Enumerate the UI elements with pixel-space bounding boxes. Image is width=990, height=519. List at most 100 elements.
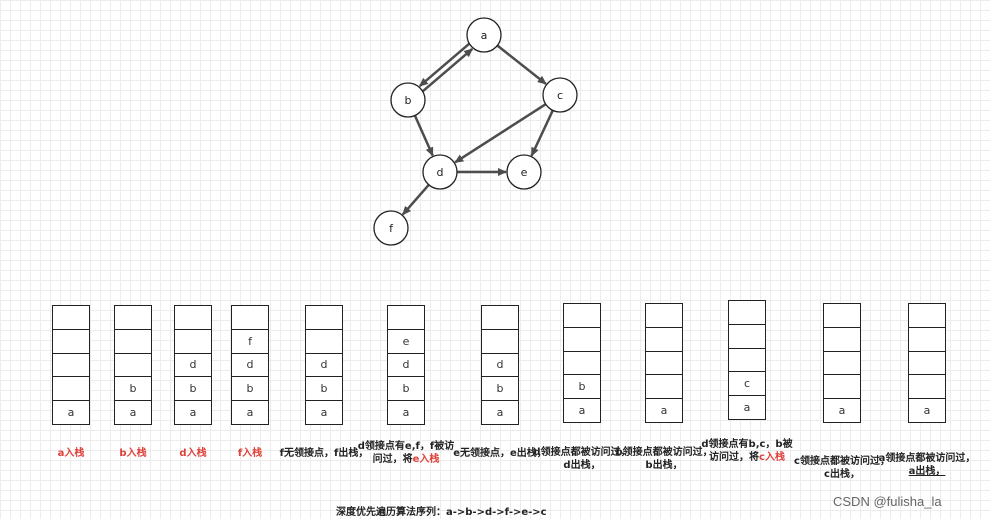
stack-cell: d bbox=[175, 354, 211, 378]
caption-text: f无领接点，f出栈， bbox=[279, 448, 369, 459]
stack-12: a bbox=[908, 303, 946, 423]
stack-caption-9: b领接点都被访问过，b出栈， bbox=[614, 446, 714, 472]
stack-cell bbox=[53, 330, 89, 354]
stack-cell bbox=[909, 328, 945, 352]
edge-b-a bbox=[422, 48, 474, 93]
stack-cell: b bbox=[232, 377, 268, 402]
node-circle bbox=[466, 17, 502, 53]
stack-cell bbox=[646, 375, 682, 400]
caption-text: d领接点有b,c，b被访问过，将 bbox=[701, 439, 793, 463]
caption-text: c入栈 bbox=[759, 452, 785, 463]
stack-cell: a bbox=[578, 404, 586, 418]
caption-text: d入栈 bbox=[179, 448, 207, 459]
node-label: d bbox=[437, 166, 444, 179]
stack-caption-7: e无领接点，e出栈， bbox=[450, 447, 550, 460]
stack-cell bbox=[909, 375, 945, 400]
stack-caption-4: f入栈 bbox=[200, 447, 300, 460]
node-circle bbox=[422, 154, 458, 190]
node-circle bbox=[506, 154, 542, 190]
edge-a-b bbox=[418, 42, 470, 87]
stack-cell bbox=[909, 304, 945, 328]
stack-cell: b bbox=[388, 377, 424, 402]
caption-text: b入栈 bbox=[119, 448, 147, 459]
stack-cell: a bbox=[743, 401, 751, 415]
stack-cell bbox=[824, 375, 860, 400]
stack-11: a bbox=[823, 303, 861, 423]
stack-cell: b bbox=[115, 377, 151, 402]
edge-c-e bbox=[530, 109, 554, 157]
caption-text: f入栈 bbox=[237, 448, 263, 459]
stack-cell bbox=[175, 306, 211, 330]
node-label: f bbox=[389, 222, 394, 235]
edge-b-d bbox=[413, 115, 434, 157]
stack-cell bbox=[115, 354, 151, 378]
node-e: e bbox=[506, 154, 542, 190]
stack-cell bbox=[306, 306, 342, 330]
stack-cell bbox=[564, 328, 600, 352]
stack-cell: a bbox=[923, 404, 931, 418]
stack-cell: d bbox=[306, 354, 342, 378]
edge-a-c bbox=[496, 44, 547, 85]
stack-cell: a bbox=[660, 404, 668, 418]
stack-cell: b bbox=[306, 377, 342, 402]
stack-cell bbox=[824, 352, 860, 376]
stack-cell bbox=[564, 352, 600, 376]
stack-caption-10: d领接点有b,c，b被访问过，将c入栈 bbox=[697, 438, 797, 464]
stack-cell: a bbox=[320, 406, 328, 420]
stack-cell bbox=[482, 306, 518, 330]
stack-caption-11: c领接点都被访问过，c出栈， bbox=[792, 455, 892, 481]
stack-cell bbox=[646, 304, 682, 328]
stack-cell bbox=[564, 304, 600, 328]
stack-cell bbox=[824, 304, 860, 328]
stack-caption-3: d入栈 bbox=[143, 447, 243, 460]
stack-cell bbox=[824, 328, 860, 352]
stack-caption-5: f无领接点，f出栈， bbox=[274, 447, 374, 460]
stack-cell bbox=[53, 377, 89, 402]
stack-caption-8: d领接点都被访问过，d出栈， bbox=[532, 446, 632, 472]
stack-cell bbox=[232, 306, 268, 330]
stack-cell: f bbox=[232, 330, 268, 354]
node-d: d bbox=[422, 154, 458, 190]
stack-cell bbox=[646, 352, 682, 376]
stack-caption-1: a入栈 bbox=[21, 447, 121, 460]
stack-cell bbox=[115, 306, 151, 330]
stack-cell: c bbox=[729, 372, 765, 397]
stack-cell: d bbox=[232, 354, 268, 378]
stack-cell: b bbox=[564, 375, 600, 400]
stack-cell bbox=[53, 354, 89, 378]
stack-9: a bbox=[645, 303, 683, 423]
stack-cell: d bbox=[388, 354, 424, 378]
node-label: c bbox=[557, 89, 563, 102]
stack-caption-12: a领接点都被访问过，a出栈， bbox=[877, 452, 977, 478]
stack-cell: e bbox=[388, 330, 424, 354]
stack-cell bbox=[729, 325, 765, 349]
stack-caption-6: d领接点有e,f，f被访问过，将e入栈 bbox=[356, 440, 456, 466]
node-circle bbox=[542, 77, 578, 113]
stack-cell: d bbox=[482, 354, 518, 378]
node-label: b bbox=[405, 94, 412, 107]
stack-cell bbox=[306, 330, 342, 354]
edge-c-d bbox=[454, 103, 547, 164]
stack-cell: a bbox=[402, 406, 410, 420]
stack-cell bbox=[646, 328, 682, 352]
node-label: e bbox=[521, 166, 528, 179]
stack-cell: a bbox=[189, 406, 197, 420]
caption-text: d领接点有e,f，f被访问过，将 bbox=[357, 441, 455, 465]
caption-text: c领接点都被访问过，c出栈， bbox=[794, 456, 890, 480]
caption-text: a领接点都被访问过， bbox=[878, 453, 976, 464]
node-b: b bbox=[390, 82, 426, 118]
node-circle bbox=[390, 82, 426, 118]
stack-cell bbox=[729, 301, 765, 325]
stack-cell: a bbox=[838, 404, 846, 418]
stack-cell bbox=[388, 306, 424, 330]
watermark: CSDN @fulisha_la bbox=[833, 494, 942, 509]
caption-text: a入栈 bbox=[57, 448, 85, 459]
